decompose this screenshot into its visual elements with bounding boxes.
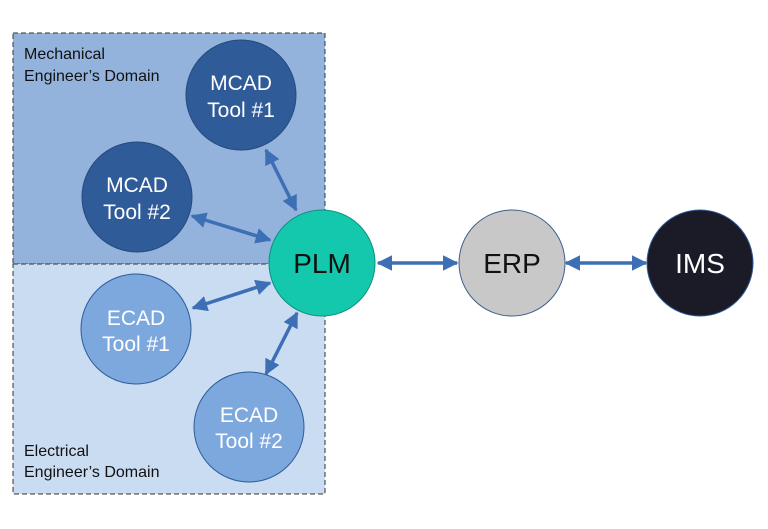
node-ecad-tool-1-line1: ECAD xyxy=(107,307,165,330)
arrow-plm-mcad2 xyxy=(190,212,272,244)
node-mcad-tool-1[interactable]: MCAD Tool #1 xyxy=(185,39,297,151)
node-plm-label: PLM xyxy=(293,248,351,279)
mechanical-domain-label-line2: Engineer’s Domain xyxy=(24,68,159,85)
node-mcad-tool-1-line2: Tool #1 xyxy=(207,99,275,122)
node-ecad-tool-1[interactable]: ECAD Tool #1 xyxy=(80,273,192,385)
node-ims-label: IMS xyxy=(675,248,725,279)
node-ecad-tool-2-line1: ECAD xyxy=(220,404,278,427)
node-erp-label: ERP xyxy=(483,248,541,279)
electrical-domain-label-line1: Electrical xyxy=(24,443,89,460)
node-mcad-tool-2-line2: Tool #2 xyxy=(103,201,171,224)
node-ecad-tool-1-line2: Tool #1 xyxy=(102,333,170,356)
node-erp[interactable]: ERP xyxy=(458,209,566,317)
node-ecad-tool-2[interactable]: ECAD Tool #2 xyxy=(193,371,305,483)
node-mcad-tool-1-line1: MCAD xyxy=(210,72,272,95)
arrow-plm-ecad2 xyxy=(264,311,299,376)
electrical-domain-label-line2: Engineer’s Domain xyxy=(24,464,159,481)
node-ims[interactable]: IMS xyxy=(646,209,754,317)
arrow-plm-mcad1 xyxy=(264,148,298,212)
mechanical-domain-label-line1: Mechanical xyxy=(24,46,105,63)
node-plm[interactable]: PLM xyxy=(268,209,376,317)
arrow-plm-ecad1 xyxy=(191,279,272,312)
node-mcad-tool-2-line1: MCAD xyxy=(106,174,168,197)
node-mcad-tool-2[interactable]: MCAD Tool #2 xyxy=(81,141,193,253)
node-ecad-tool-2-line2: Tool #2 xyxy=(215,430,283,453)
